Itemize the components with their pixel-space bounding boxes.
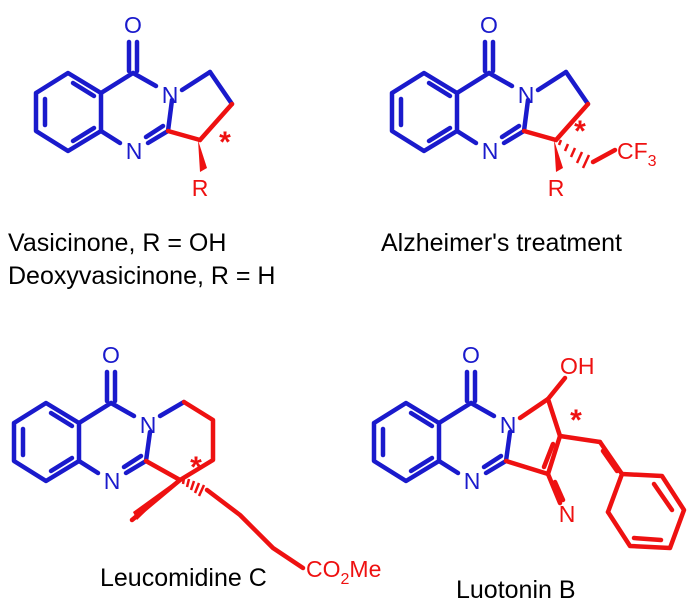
core-bonds: [11, 369, 187, 484]
nitrogen-label: N: [559, 501, 576, 527]
stereocenter-marker: *: [219, 126, 231, 159]
molecule-leucomidine: O N N * CO2Me Leucomidine C: [11, 342, 381, 592]
caption-vasicinone: Vasicinone, R = OH: [8, 229, 226, 257]
caption-luotonin: Luotonin B: [456, 576, 576, 604]
stereocenter-marker: *: [190, 451, 202, 484]
oxygen-label: O: [124, 12, 142, 38]
molecule-alzheimer: O N N R * CF3 Alzheimer's treatment: [381, 12, 657, 257]
highlight-bonds: [503, 375, 687, 551]
nitrogen-label: N: [500, 412, 517, 438]
wedge-bond: [554, 140, 563, 172]
highlight-bonds: [129, 399, 306, 571]
nitrogen-label: N: [482, 138, 499, 164]
highlight-bonds: [521, 101, 618, 165]
caption-leucomidine: Leucomidine C: [100, 564, 267, 592]
wedge-bond: [133, 478, 180, 520]
core-bonds: [33, 39, 235, 154]
nitrogen-label: N: [162, 82, 179, 108]
stereocenter-marker: *: [570, 404, 582, 437]
oxygen-label: O: [102, 342, 120, 368]
r-group-label: R: [548, 175, 565, 201]
r-group-label: R: [192, 175, 209, 201]
stereocenter-marker: *: [574, 115, 586, 148]
nitrogen-label: N: [104, 468, 121, 494]
molecule-luotonin: O N N N OH * Luotonin B: [371, 342, 687, 604]
highlight-bonds: [165, 101, 235, 143]
caption-deoxyvasicinone: Deoxyvasicinone, R = H: [8, 262, 275, 290]
atom-labels: O N N N OH *: [462, 342, 594, 527]
core-bonds: [371, 369, 513, 484]
atom-labels: O N N R * CF3: [480, 12, 657, 201]
oxygen-label: O: [480, 12, 498, 38]
core-bonds: [389, 39, 591, 154]
methyl-ester-label: CO2Me: [306, 556, 381, 588]
atom-labels: O N N R *: [124, 12, 231, 201]
hashed-bond: [181, 477, 206, 497]
hydroxyl-label: OH: [560, 353, 595, 379]
nitrogen-label: N: [126, 138, 143, 164]
wedge-bond: [198, 140, 207, 172]
atom-labels: O N N * CO2Me: [102, 342, 381, 588]
nitrogen-label: N: [464, 468, 481, 494]
nitrogen-label: N: [518, 82, 535, 108]
caption-alzheimer: Alzheimer's treatment: [381, 229, 622, 257]
nitrogen-label: N: [140, 412, 157, 438]
cf3-label: CF3: [617, 138, 657, 170]
molecule-vasicinone: O N N R * Vasicinone, R = OH Deoxyvasici…: [8, 12, 275, 290]
oxygen-label: O: [462, 342, 480, 368]
hashed-bond: [557, 139, 591, 169]
